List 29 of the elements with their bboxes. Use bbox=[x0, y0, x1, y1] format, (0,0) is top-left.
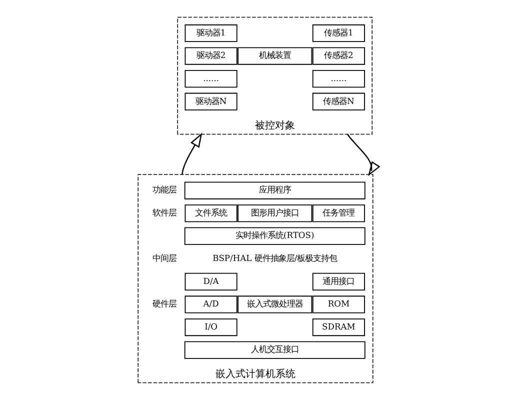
node-box: 嵌入式微处理器 bbox=[238, 296, 312, 314]
label: 功能层 bbox=[152, 184, 177, 195]
node-box: A/D bbox=[184, 296, 238, 314]
node-box: I/O bbox=[184, 318, 238, 336]
node-box: 传感器N bbox=[312, 92, 365, 110]
node-box: ...... bbox=[312, 70, 365, 88]
node-box: 图形用户接口 bbox=[238, 204, 312, 222]
node-box: 任务管理 bbox=[312, 204, 365, 222]
node-box: D/A bbox=[184, 272, 238, 290]
node-box: 实时操作系统(RTOS) bbox=[184, 227, 366, 245]
node-box: 驱动器2 bbox=[184, 47, 238, 65]
node-box: 文件系统 bbox=[184, 204, 238, 222]
label: 软件层 bbox=[152, 207, 177, 218]
arrow bbox=[346, 134, 380, 176]
node-box: ...... bbox=[184, 70, 238, 88]
node-box: 应用程序 bbox=[184, 182, 366, 200]
node-box: SDRAM bbox=[312, 318, 365, 336]
label: 中间层 bbox=[152, 253, 177, 264]
node-box: 人机交互接口 bbox=[184, 341, 366, 359]
arrow bbox=[182, 132, 202, 175]
node-box: 通用接口 bbox=[312, 272, 365, 290]
node-box: 传感器1 bbox=[312, 24, 365, 42]
node-box: 驱动器N bbox=[184, 92, 238, 110]
label: 硬件层 bbox=[152, 298, 177, 309]
node-box: 机械装置 bbox=[238, 47, 312, 65]
node-box: 驱动器1 bbox=[184, 24, 238, 42]
node-box: 传感器2 bbox=[312, 47, 365, 65]
label: BSP/HAL 硬件抽象层/板极支持包 bbox=[212, 253, 338, 264]
node-box: ROM bbox=[312, 296, 365, 314]
